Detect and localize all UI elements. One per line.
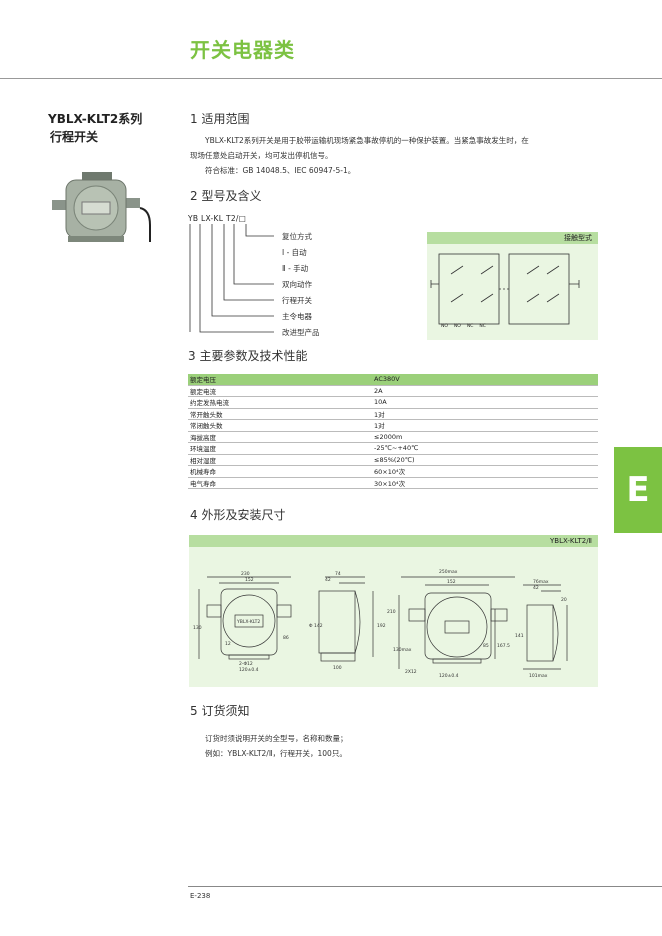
dim-210: 210	[387, 609, 396, 615]
section-2-title: 2 型号及含义	[190, 189, 262, 203]
section-1-title: 1 适用范围	[190, 112, 250, 126]
ordering-note: 订货时须说明开关的全型号，名称和数量；	[205, 734, 348, 743]
page-number: E-238	[190, 892, 211, 900]
dim-192: 192	[377, 623, 386, 629]
header-rule	[0, 78, 662, 79]
dim-20: 20	[561, 597, 567, 603]
spec-label: 机械寿命	[188, 465, 372, 478]
dim-130max: 130max	[393, 647, 412, 653]
spec-label: 环境温度	[188, 442, 372, 455]
model-item-manual: Ⅱ - 手动	[282, 264, 309, 273]
section-5-title: 5 订货须知	[190, 704, 250, 718]
contact-label-2: NO	[453, 324, 461, 329]
ordering-example: 例如：YBLX-KLT2/Ⅱ，行程开关，100只。	[205, 749, 347, 758]
section-3-title: 3 主要参数及技术性能	[188, 349, 308, 363]
section-tab-e: E	[614, 447, 662, 533]
spec-value: 60×10⁴次	[372, 465, 598, 478]
spec-value: 2A	[372, 385, 598, 397]
contact-labels: NO NO NC NC	[441, 324, 486, 329]
spec-label: 相对湿度	[188, 454, 372, 466]
dim-120-tol: 120±0.4	[239, 667, 259, 673]
section-1-para-2: 现场任意处启动开关，均可发出停机信号。	[190, 151, 333, 160]
section-1-para-1: YBLX-KLT2系列开关是用于胶带运输机现场紧急事故停机的一种保护装置。当紧急…	[205, 136, 529, 145]
dim-74: 74	[335, 571, 341, 577]
model-item-reset: 复位方式	[282, 232, 312, 241]
dim-100: 100	[333, 665, 342, 671]
contact-diagram	[430, 253, 580, 325]
table-row: 相对湿度≤85%(20℃)	[188, 454, 598, 466]
dim-phi142: Φ 142	[309, 623, 323, 629]
dim-76max: 76max	[533, 579, 549, 585]
spec-value: 1对	[372, 408, 598, 420]
dim-141: 141	[515, 633, 524, 639]
dimension-box: YBLX-KLT2/Ⅱ	[189, 535, 598, 687]
model-item-bidirectional: 双向动作	[282, 280, 312, 289]
spec-label: 海拔高度	[188, 431, 372, 443]
section-1-standards: 符合标准：GB 14048.5、IEC 60947-5-1。	[205, 166, 356, 175]
dim-120-tol-b: 120±0.4	[439, 673, 459, 679]
spec-value: -25℃~+40℃	[372, 442, 598, 455]
contact-form-title: 接触型式	[427, 232, 598, 244]
dim-152: 152	[245, 577, 254, 583]
spec-label: 额定电流	[188, 385, 372, 397]
footer-rule	[188, 886, 662, 887]
model-item-travel-switch: 行程开关	[282, 296, 312, 305]
dim-152-b: 152	[447, 579, 456, 585]
dim-86: 86	[283, 635, 289, 641]
dim-85: 85	[483, 643, 489, 649]
contact-form-box: 接触型式 NO NO NC NC	[427, 232, 598, 340]
product-name-line2: 行程开关	[50, 130, 99, 144]
contact-label-4: NC	[479, 324, 486, 329]
spec-value: ≤85%(20℃)	[372, 454, 598, 466]
dim-230: 230	[241, 571, 250, 577]
dimension-drawings: 230 152 74 42 130 86 192 Φ 142 12 2-Φ12 …	[193, 569, 568, 679]
table-row: 环境温度-25℃~+40℃	[188, 442, 598, 455]
spec-label: 电气寿命	[188, 477, 372, 489]
dim-42-b: 42	[533, 585, 539, 591]
spec-label: 额定电压	[188, 374, 372, 386]
spec-value: 30×10⁴次	[372, 477, 598, 489]
spec-label: 常闭触头数	[188, 419, 372, 432]
model-code-brackets	[189, 224, 274, 333]
spec-label: 常开触头数	[188, 408, 372, 420]
spec-value: 1对	[372, 419, 598, 432]
dim-167-5: 167.5	[497, 643, 510, 649]
dim-2-phi12: 2-Φ12	[239, 661, 253, 667]
contact-label-3: NC	[466, 324, 474, 329]
spec-value: AC380V	[372, 374, 598, 386]
table-row: 海拔高度≤2000m	[188, 431, 598, 443]
category-title: 开关电器类	[190, 38, 295, 62]
spec-value: ≤2000m	[372, 431, 598, 443]
spec-label: 约定发热电流	[188, 396, 372, 409]
spec-value: 10A	[372, 396, 598, 409]
model-code: YB LX-KL T2/□	[188, 214, 247, 223]
product-name: YBLX-KLT2系列 行程开关	[48, 110, 142, 146]
dim-250max: 250max	[439, 569, 458, 575]
model-item-master-control: 主令电器	[282, 312, 312, 321]
product-photo	[52, 172, 151, 242]
dimension-box-title: YBLX-KLT2/Ⅱ	[189, 535, 598, 547]
section-4-title: 4 外形及安装尺寸	[190, 508, 286, 522]
nameplate-text: YBLX-KLT2	[236, 619, 260, 625]
model-item-auto: Ⅰ - 自动	[282, 248, 307, 257]
contact-label-1: NO	[441, 324, 448, 329]
model-item-improved: 改进型产品	[282, 328, 320, 337]
dim-130: 130	[193, 625, 202, 631]
dim-101max: 101max	[529, 673, 548, 679]
dim-12: 12	[225, 641, 231, 647]
dim-42: 42	[325, 577, 331, 583]
dim-2x12: 2X12	[405, 669, 417, 675]
product-name-line1: YBLX-KLT2系列	[48, 112, 143, 126]
